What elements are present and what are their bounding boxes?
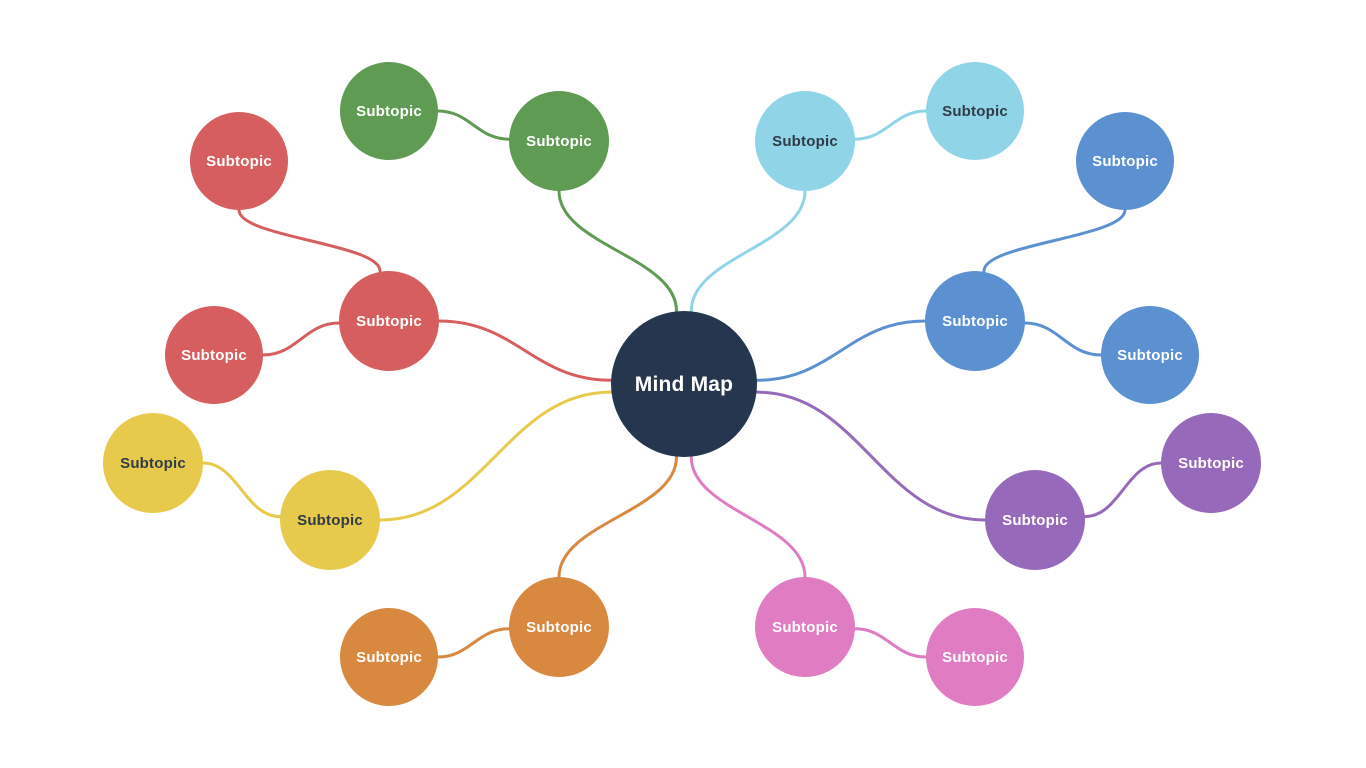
node-label: Subtopic [772, 618, 838, 636]
subtopic-node-blue-child-0[interactable]: Subtopic [1076, 112, 1174, 210]
edge-pink-child-0 [853, 627, 928, 659]
subtopic-node-pink[interactable]: Subtopic [755, 577, 855, 677]
edge-yellow-child-0 [201, 461, 282, 519]
edge-blue-child-1 [1023, 321, 1103, 357]
subtopic-node-yellow[interactable]: Subtopic [280, 470, 380, 570]
subtopic-node-purple-child-0[interactable]: Subtopic [1161, 413, 1261, 513]
node-label: Subtopic [356, 102, 422, 120]
node-label: Subtopic [942, 102, 1008, 120]
subtopic-node-cyan-child-0[interactable]: Subtopic [926, 62, 1024, 160]
node-label: Subtopic [297, 511, 363, 529]
node-label: Subtopic [772, 132, 838, 150]
node-label: Subtopic [1002, 511, 1068, 529]
edge-purple-child-0 [1083, 461, 1163, 519]
node-label: Subtopic [942, 648, 1008, 666]
subtopic-node-red-child-0[interactable]: Subtopic [190, 112, 288, 210]
edge-center-to-orange [557, 455, 678, 579]
node-label: Subtopic [206, 152, 272, 170]
node-label: Subtopic [1117, 346, 1183, 364]
edge-center-to-purple [755, 390, 987, 522]
node-label: Subtopic [356, 312, 422, 330]
edge-center-to-yellow [378, 390, 613, 522]
edge-center-to-cyan [689, 189, 807, 313]
subtopic-node-purple[interactable]: Subtopic [985, 470, 1085, 570]
node-label: Subtopic [356, 648, 422, 666]
subtopic-node-red[interactable]: Subtopic [339, 271, 439, 371]
subtopic-node-cyan[interactable]: Subtopic [755, 91, 855, 191]
node-label: Subtopic [120, 454, 186, 472]
edge-red-child-0 [237, 208, 382, 273]
node-label: Subtopic [181, 346, 247, 364]
edge-center-to-pink [689, 455, 807, 579]
node-label: Subtopic [526, 132, 592, 150]
subtopic-node-orange-child-0[interactable]: Subtopic [340, 608, 438, 706]
node-label: Subtopic [1092, 152, 1158, 170]
node-label: Subtopic [942, 312, 1008, 330]
central-topic-node[interactable]: Mind Map [611, 311, 757, 457]
edge-cyan-child-0 [853, 109, 928, 141]
subtopic-node-green-child-0[interactable]: Subtopic [340, 62, 438, 160]
edge-blue-child-0 [982, 208, 1127, 273]
edge-center-to-red [437, 319, 613, 382]
subtopic-node-yellow-child-0[interactable]: Subtopic [103, 413, 203, 513]
edge-green-child-0 [436, 109, 511, 141]
subtopic-node-pink-child-0[interactable]: Subtopic [926, 608, 1024, 706]
edge-red-child-1 [261, 321, 341, 357]
subtopic-node-blue-child-1[interactable]: Subtopic [1101, 306, 1199, 404]
edge-center-to-blue [755, 319, 927, 382]
subtopic-node-red-child-1[interactable]: Subtopic [165, 306, 263, 404]
node-label: Subtopic [526, 618, 592, 636]
edge-center-to-green [557, 189, 678, 313]
node-label: Subtopic [1178, 454, 1244, 472]
node-label: Mind Map [634, 372, 734, 396]
subtopic-node-green[interactable]: Subtopic [509, 91, 609, 191]
subtopic-node-blue[interactable]: Subtopic [925, 271, 1025, 371]
subtopic-node-orange[interactable]: Subtopic [509, 577, 609, 677]
edge-orange-child-0 [436, 627, 511, 659]
